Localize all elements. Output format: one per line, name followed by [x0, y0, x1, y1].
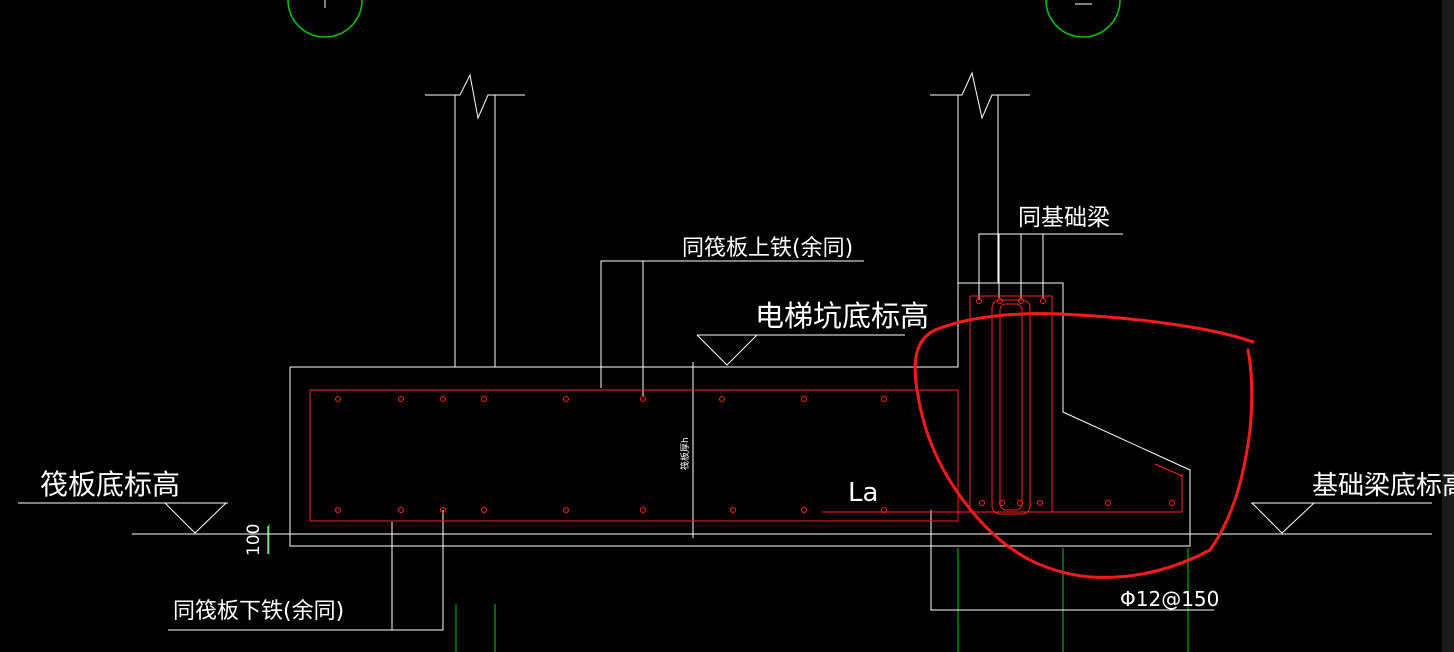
- dimension-100-label: 100: [244, 524, 264, 556]
- raft-rebar: [309, 389, 970, 522]
- axis-bubble-right: [1045, 0, 1121, 38]
- beam-outer-stirrup: [970, 295, 1183, 513]
- raft-bottom-elevation-symbol: [164, 502, 227, 534]
- same-foundation-beam-label: 同基础梁: [1018, 205, 1110, 231]
- axis-bubble-left: [287, 0, 363, 38]
- pit-bottom-elevation-label: 电梯坑底标高: [755, 299, 929, 333]
- pit-elevation-symbol: [696, 334, 758, 366]
- grid-axis-bubbles: [287, 0, 1121, 38]
- grid-reference-lines: [268, 362, 1189, 652]
- beam-bend-hook: [1154, 463, 1183, 477]
- right-column-break-line: [930, 71, 1030, 120]
- slab-thickness-label: 筏板厚h: [679, 437, 691, 470]
- raft-rebar-cage: [309, 389, 959, 522]
- top-rebar-leader: [600, 260, 864, 388]
- structure-outline: [18, 71, 1432, 631]
- raft-bottom-elevation-label: 筏板底标高: [40, 468, 180, 501]
- beam-label-leader: [978, 233, 1123, 300]
- beam-inner-stirrup-1: [991, 299, 1031, 515]
- bottom-rebar-leader: [168, 510, 444, 631]
- stirrup-spec-label: Φ12@150: [1120, 587, 1219, 611]
- raft-slab-outline: [289, 282, 1191, 547]
- anchorage-length-label: La: [848, 478, 878, 508]
- stirrup-leader: [930, 510, 1214, 611]
- left-column-break-line: [425, 73, 525, 120]
- foundation-beam-elevation-symbol: [1251, 502, 1315, 534]
- bottom-rebar-label: 同筏板下铁(余同): [173, 599, 344, 624]
- beam-inner-stirrup-2: [999, 303, 1023, 511]
- axis-bubble-marks: [324, 0, 1092, 8]
- right-edge-strip: [1442, 0, 1454, 652]
- foundation-beam-bottom-elevation-label: 基础梁底标高: [1312, 471, 1454, 501]
- beam-rebar: [969, 295, 1183, 515]
- red-annotation-loop: [913, 312, 1255, 579]
- rebar-dots: [335, 298, 1175, 513]
- top-rebar-label: 同筏板上铁(余同): [682, 236, 853, 261]
